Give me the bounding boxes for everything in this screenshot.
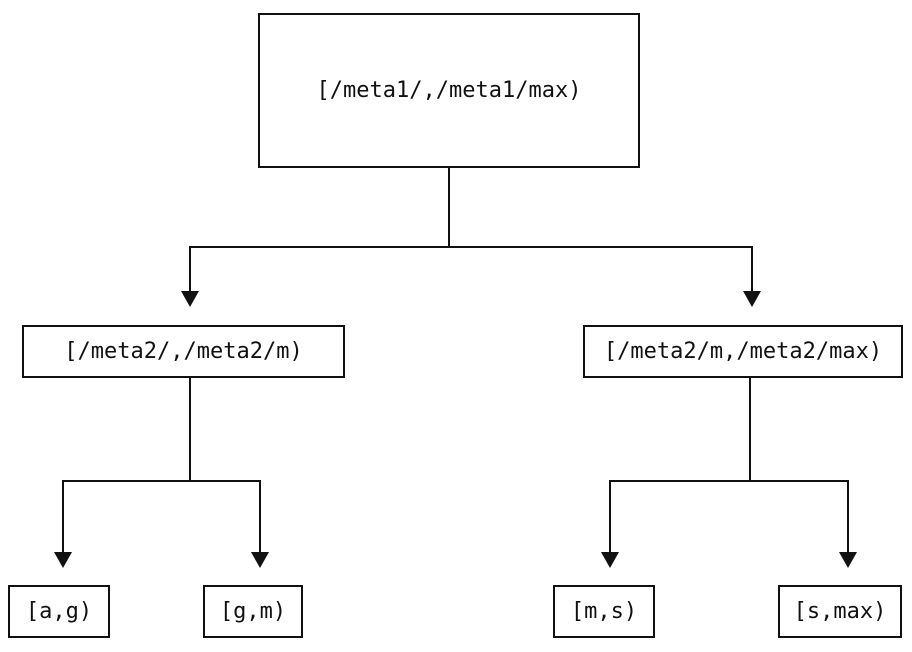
connector-right-to-leaves (601, 378, 857, 568)
arrow-down-icon (743, 291, 761, 307)
node-label: [s,max) (793, 599, 887, 624)
arrow-down-icon (181, 291, 199, 307)
leaf-node-range: [s,max) (778, 585, 902, 638)
arrow-down-icon (839, 552, 857, 568)
node-label: [/meta2/,/meta2/m) (64, 339, 303, 364)
leaf-node-range: [a,g) (8, 585, 110, 638)
arrow-down-icon (251, 552, 269, 568)
node-label: [m,s) (570, 599, 638, 624)
connector-root-to-level2 (181, 168, 761, 307)
node-label: [/meta2/m,/meta2/max) (603, 339, 883, 364)
node-label: [a,g) (25, 599, 93, 624)
arrow-down-icon (54, 552, 72, 568)
leaf-node-range: [g,m) (203, 585, 303, 638)
node-meta2-right-range: [/meta2/m,/meta2/max) (583, 325, 903, 378)
node-root-range: [/meta1/,/meta1/max) (258, 13, 640, 168)
arrow-down-icon (601, 552, 619, 568)
node-meta2-left-range: [/meta2/,/meta2/m) (22, 325, 345, 378)
connector-left-to-leaves (54, 378, 269, 568)
node-label: [/meta1/,/meta1/max) (316, 78, 582, 103)
node-label: [g,m) (219, 599, 287, 624)
leaf-node-range: [m,s) (553, 585, 655, 638)
